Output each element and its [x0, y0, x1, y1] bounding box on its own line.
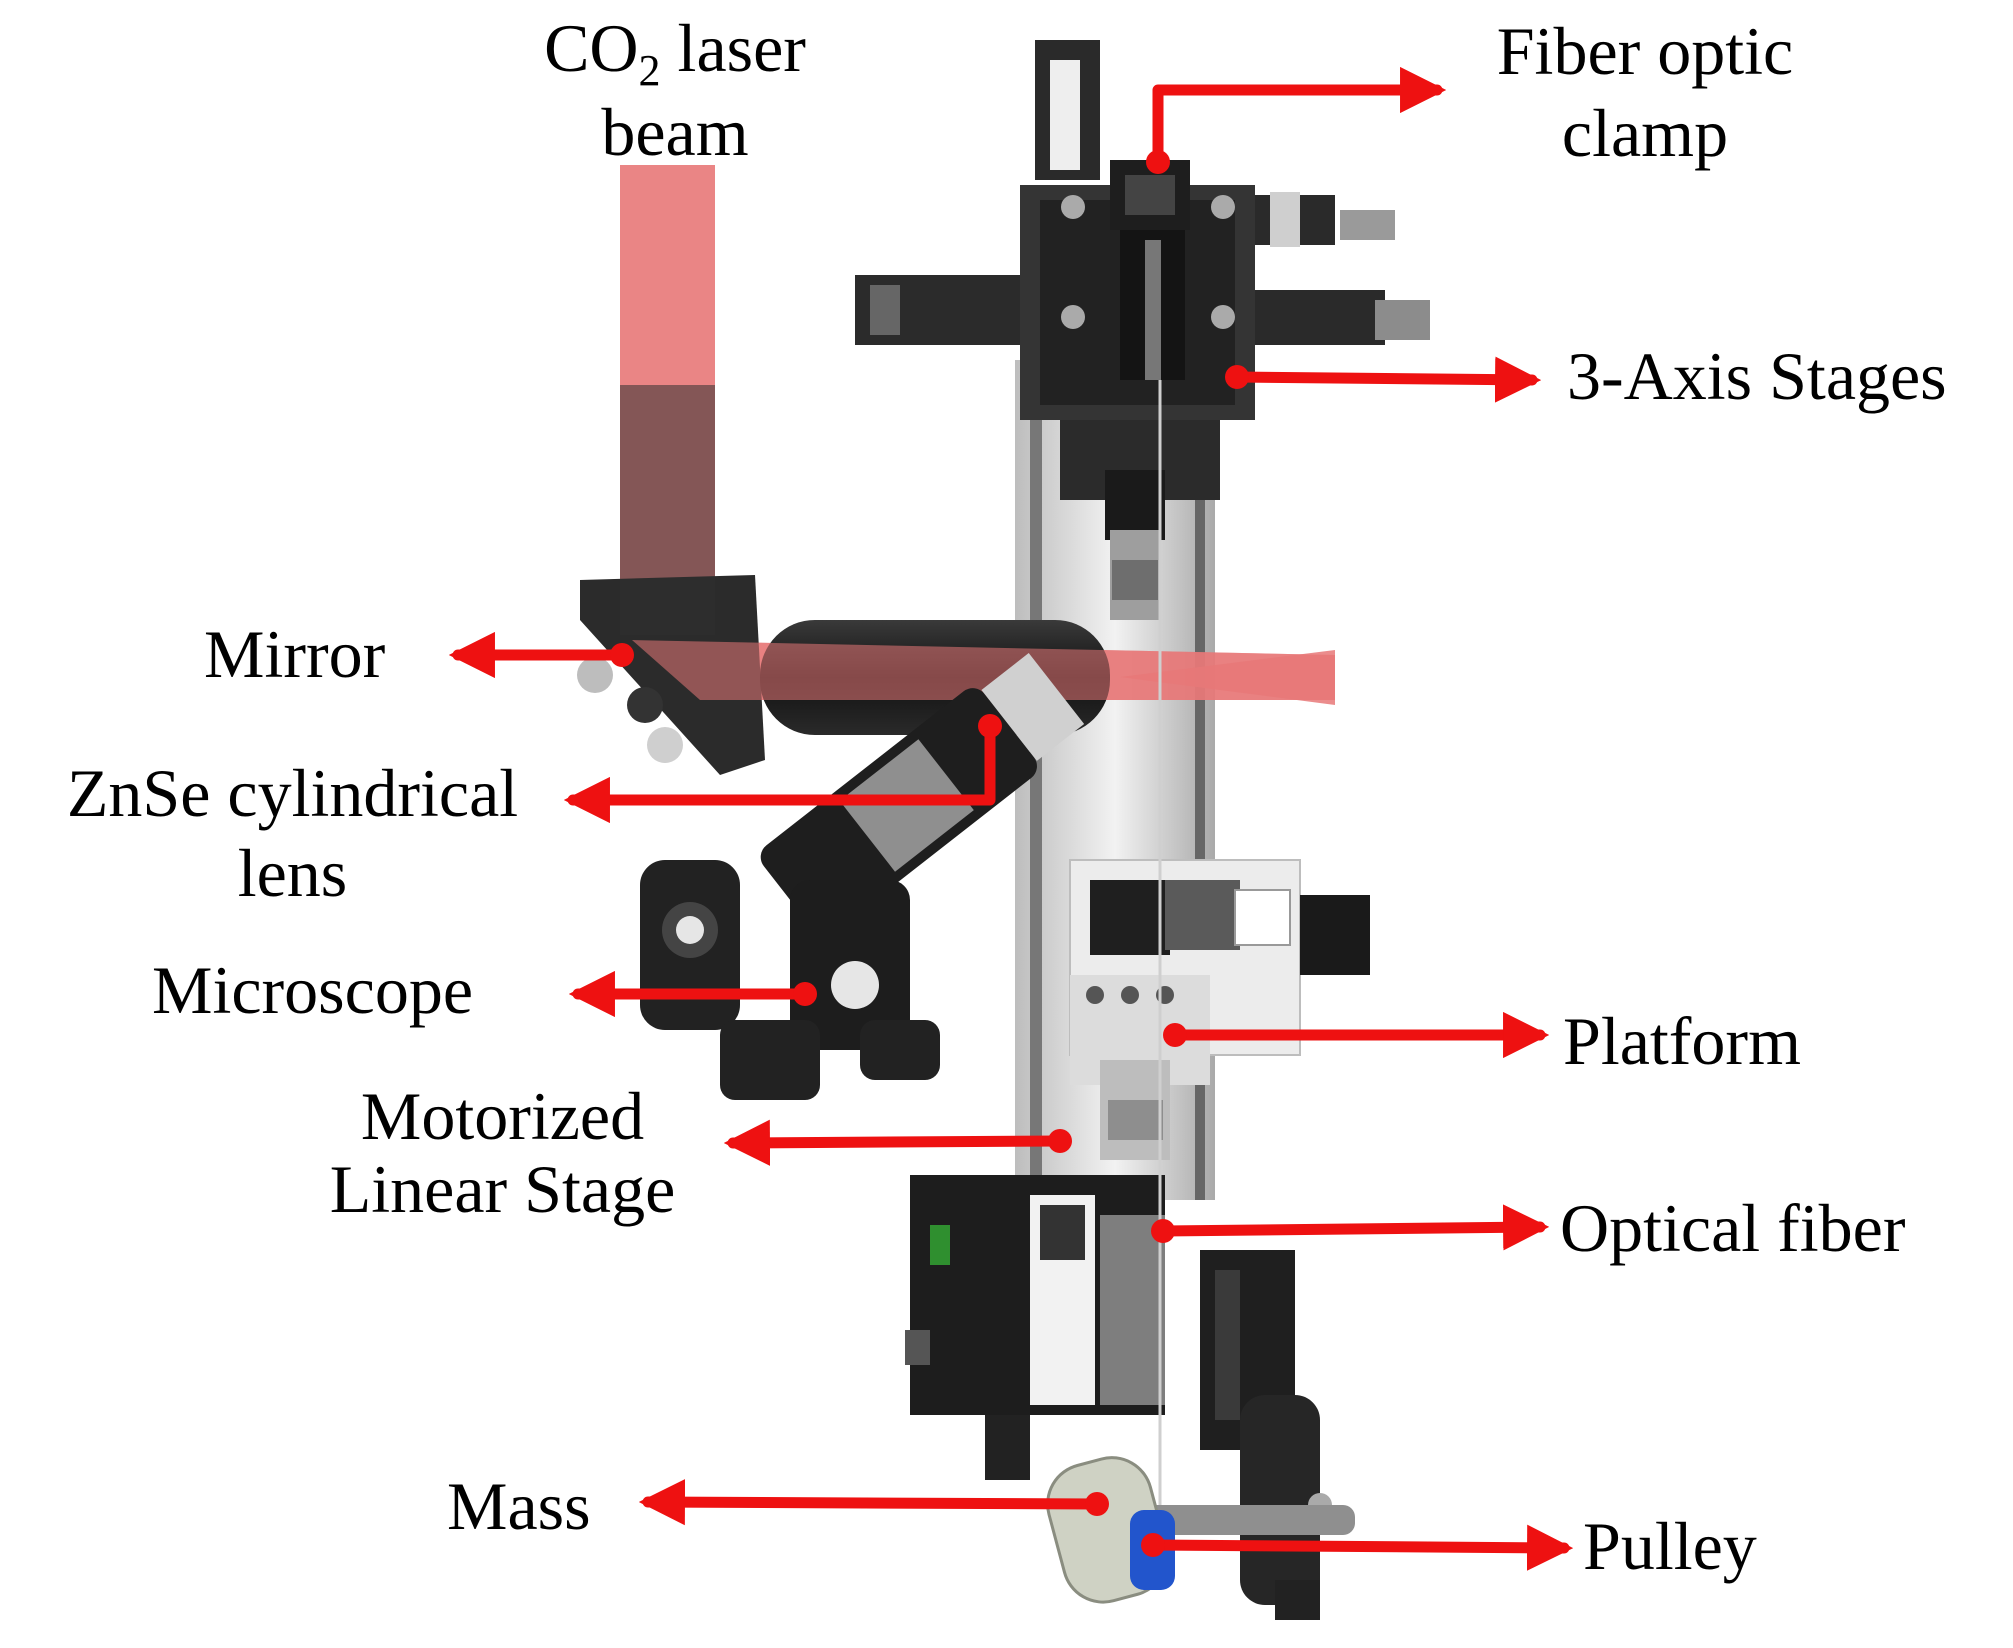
microscope	[640, 653, 1085, 1100]
co2-prefix: CO	[544, 10, 639, 86]
label-microscope: Microscope	[152, 952, 474, 1028]
motorized-linear-stage	[905, 1175, 1165, 1480]
label-platform: Platform	[1563, 1003, 1801, 1079]
arrow-fiber-optic-clamp	[1152, 66, 1447, 168]
label-znse-lens-line1: ZnSe cylindrical	[66, 755, 519, 831]
annotation-arrows	[448, 66, 1574, 1571]
arrow-three-axis-stages	[1231, 356, 1542, 403]
co2-subscript: 2	[638, 46, 661, 95]
label-mass: Mass	[447, 1468, 591, 1544]
label-motorized-linear-stage-line2: Linear Stage	[329, 1151, 676, 1227]
pulley-bracket	[1140, 1250, 1355, 1620]
arrow-optical-fiber	[1157, 1204, 1550, 1251]
arrow-znse-lens	[563, 720, 996, 824]
arrow-motorized-linear-stage	[723, 1119, 1066, 1166]
label-co2-laser-beam-line2: beam	[601, 94, 749, 170]
label-fiber-optic-clamp-line1: Fiber optic	[1496, 13, 1794, 89]
platform	[1069, 859, 1370, 1160]
three-axis-stage-assembly	[855, 160, 1430, 620]
label-znse-lens-line2: lens	[237, 835, 348, 911]
label-co2-laser-beam-line1: CO2 laser	[505, 12, 845, 107]
arrow-pulley	[1147, 1524, 1574, 1571]
arrow-mass	[638, 1479, 1103, 1526]
label-mirror: Mirror	[204, 616, 386, 692]
label-motorized-linear-stage-line1: Motorized	[360, 1078, 645, 1154]
label-three-axis-stages: 3-Axis Stages	[1567, 338, 1947, 414]
co2-suffix: laser	[660, 10, 806, 86]
mirror-mount	[577, 385, 765, 775]
label-optical-fiber: Optical fiber	[1560, 1190, 1906, 1266]
label-pulley: Pulley	[1583, 1508, 1757, 1584]
label-fiber-optic-clamp-line2: clamp	[1561, 95, 1729, 171]
arrow-origin-dots	[610, 150, 1249, 1557]
